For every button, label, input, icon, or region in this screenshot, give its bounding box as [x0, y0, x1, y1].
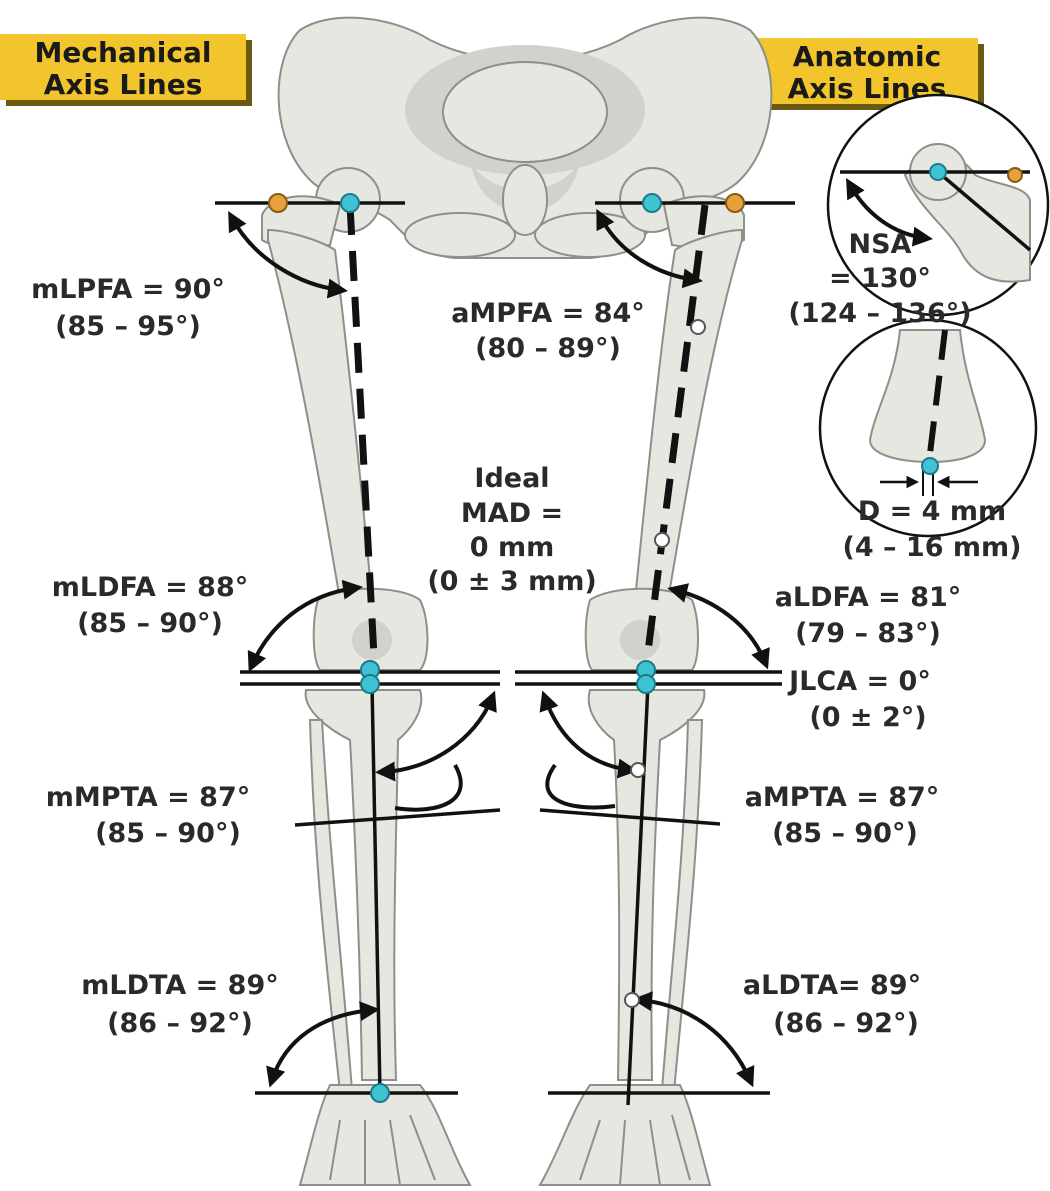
right-femur-distal-dot: [655, 533, 669, 547]
nsa-label: NSA: [849, 229, 912, 260]
aldta-arrow: [640, 1000, 750, 1080]
mechanical-header-line1: Mechanical: [35, 36, 212, 69]
mad-line2: MAD =: [461, 498, 563, 529]
mad-line1: Ideal: [474, 463, 549, 494]
mldta-label: mLDTA = 89°: [81, 970, 278, 1001]
mlpfa-range: (85 – 95°): [55, 311, 201, 342]
mmpta-range: (85 – 90°): [95, 818, 241, 849]
aldta-label: aLDTA= 89°: [743, 970, 921, 1001]
ampta-label: aMPTA = 87°: [745, 782, 940, 813]
mldfa-label: mLDFA = 88°: [52, 572, 249, 603]
right-femur-proximal-dot: [691, 320, 705, 334]
nsa-range: (124 – 136°): [788, 298, 971, 329]
ampfa-label: aMPFA = 84°: [451, 298, 645, 329]
jlca-label: JLCA = 0°: [787, 666, 931, 697]
right-tibia-proximal-dot: [631, 763, 645, 777]
left-ankle-center-dot: [371, 1084, 389, 1102]
mldfa-range: (85 – 90°): [77, 608, 223, 639]
nsa-value: = 130°: [829, 263, 931, 294]
mmpta-curl: [395, 765, 461, 810]
mad-line3: 0 mm: [470, 532, 554, 563]
right-trochanter-dot: [726, 194, 744, 212]
anatomic-header-line1: Anatomic: [793, 40, 942, 73]
mldta-range: (86 – 92°): [107, 1008, 253, 1039]
left-trochanter-dot: [269, 194, 287, 212]
right-hip-center-dot: [643, 194, 661, 212]
left-knee-center-dot-lower: [361, 675, 379, 693]
left-hip-center-dot: [341, 194, 359, 212]
mechanical-header-line2: Axis Lines: [44, 68, 203, 101]
aldfa-range: (79 – 83°): [795, 618, 941, 649]
ampfa-range: (80 – 89°): [475, 333, 621, 364]
right-knee-center-dot-lower: [637, 675, 655, 693]
mmpta-label: mMPTA = 87°: [46, 782, 251, 813]
d-range: (4 – 16 mm): [842, 532, 1021, 563]
mldta-arrow: [272, 1010, 372, 1080]
mlpfa-label: mLPFA = 90°: [31, 274, 225, 305]
mad-range: (0 ± 3 mm): [427, 566, 596, 597]
aldfa-label: aLDFA = 81°: [775, 582, 962, 613]
mechanical-axis-header: Mechanical Axis Lines: [0, 34, 252, 106]
ampta-curl: [547, 765, 615, 807]
jlca-range: (0 ± 2°): [809, 702, 926, 733]
d-label: D = 4 mm: [858, 496, 1006, 527]
ampta-range: (85 – 90°): [772, 818, 918, 849]
right-tibia-distal-dot: [625, 993, 639, 1007]
aldta-range: (86 – 92°): [773, 1008, 919, 1039]
